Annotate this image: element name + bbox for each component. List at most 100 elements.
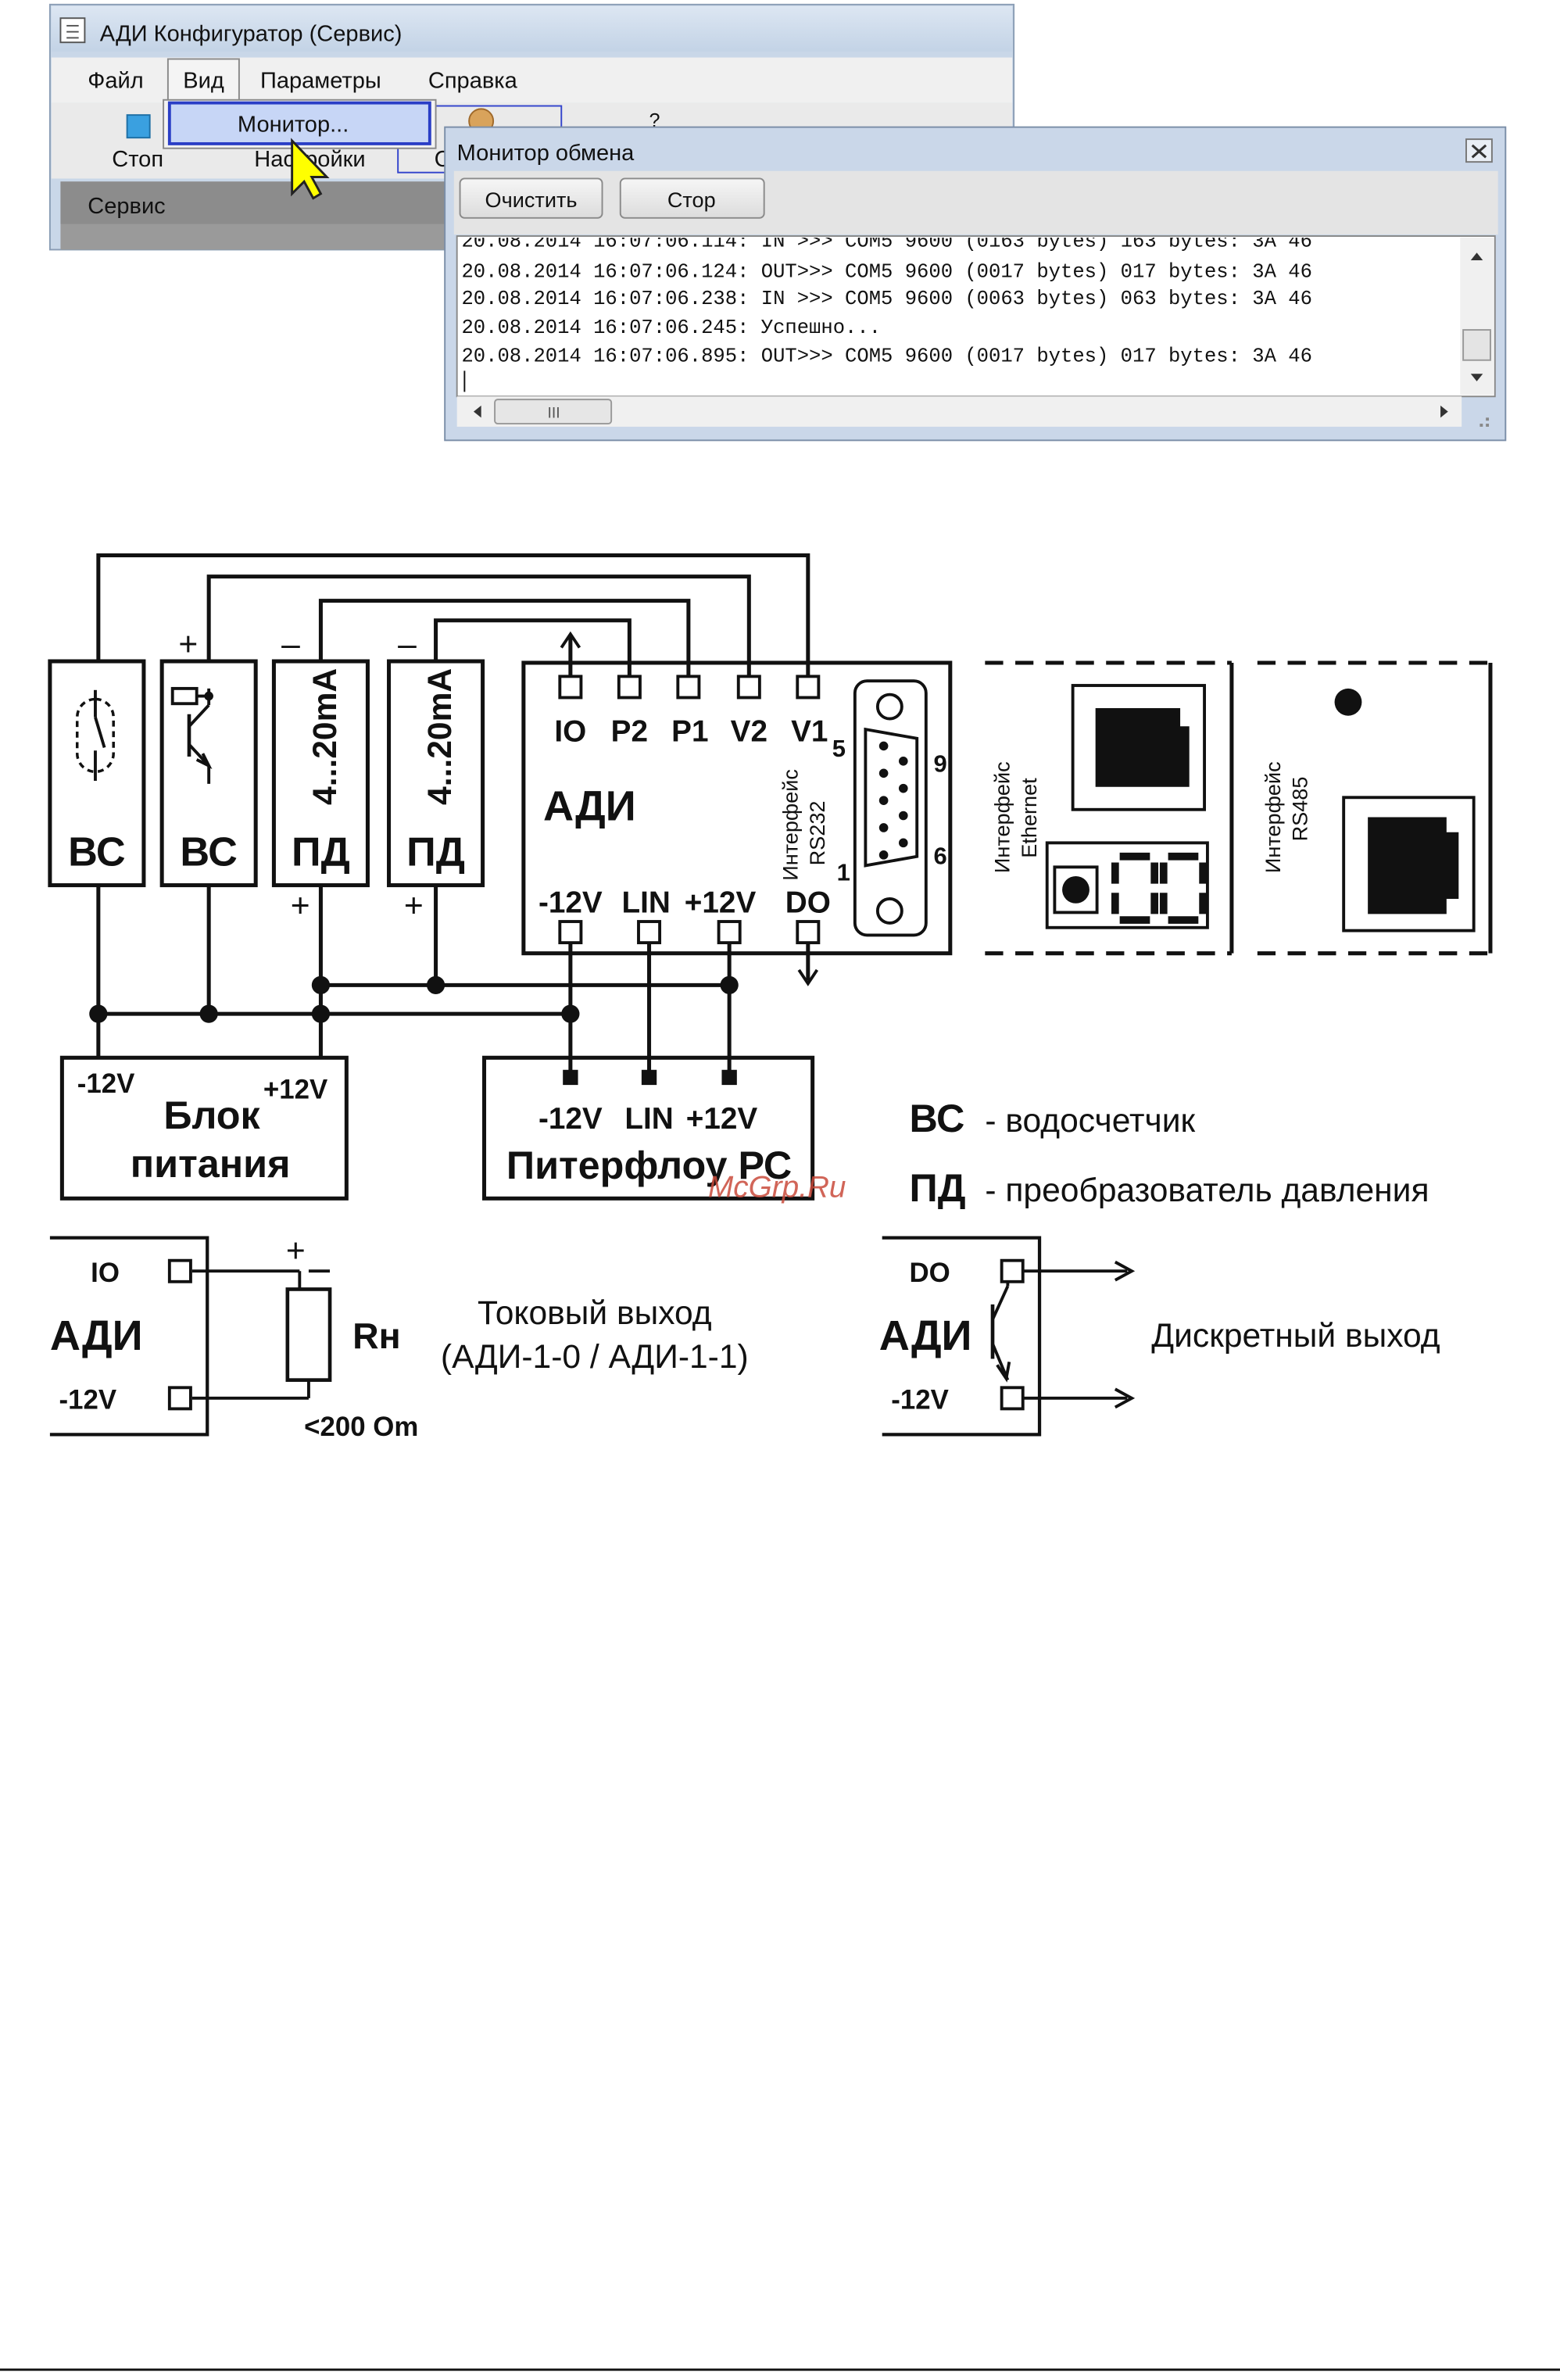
pd-range: 4...20mA (306, 668, 344, 805)
menu-help[interactable]: Справка (428, 68, 518, 93)
db9-pin-5: 5 (832, 735, 846, 762)
resize-grip-icon[interactable] (1479, 417, 1490, 427)
legend-text: - водосчетчик (985, 1102, 1195, 1140)
plus-sign: + (404, 887, 424, 925)
stop-button[interactable] (619, 177, 765, 219)
current-adi-label: АДИ (50, 1312, 143, 1359)
vertical-scrollbar[interactable] (1460, 237, 1494, 395)
cursor-icon (291, 138, 330, 200)
rs232-label: Интерфейс (778, 769, 802, 881)
menu-parameters[interactable]: Параметры (260, 68, 381, 93)
log-line: 20.08.2014 16:07:06.114: IN >>> COM5 960… (461, 231, 1311, 253)
vs-box (159, 659, 258, 888)
pin-label-p2: P2 (611, 715, 648, 749)
pin-label-do: DO (785, 886, 831, 919)
close-icon[interactable] (1465, 138, 1493, 163)
db9-pin-1: 1 (837, 859, 850, 886)
rs485-port-icon (1368, 817, 1459, 914)
legend-abbr: ПД (910, 1165, 966, 1210)
psu-label: Блок (163, 1093, 260, 1137)
adi-label: АДИ (543, 782, 636, 829)
help-icon[interactable]: ? (649, 110, 660, 132)
dropdown-item-monitor-label: Монитор... (238, 112, 349, 137)
minus-sign: – (398, 625, 417, 663)
pd-range: 4...20mA (421, 668, 459, 805)
current-plus-label: + (286, 1233, 306, 1270)
legend-text: - преобразователь давления (985, 1172, 1429, 1209)
monitor-title: Монитор обмена (457, 141, 635, 166)
piterflow-box (482, 1055, 815, 1201)
piterflow-lin: LIN (624, 1102, 673, 1136)
resistor-label: Rн (352, 1315, 401, 1356)
rs485-label: Интерфейс (1261, 761, 1285, 873)
menu-file[interactable]: Файл (88, 68, 143, 93)
vs-label: ВС (68, 829, 125, 875)
db9-pin-6: 6 (934, 842, 947, 869)
log-line: 20.08.2014 16:07:06.124: OUT>>> COM5 960… (461, 260, 1311, 283)
piterflow-plus: +12V (686, 1102, 758, 1136)
pd-box (387, 659, 485, 888)
pd-label: ПД (292, 829, 350, 875)
scroll-up-icon[interactable] (1470, 252, 1483, 260)
psu-plus: +12V (263, 1075, 327, 1105)
menu-view[interactable]: Вид (183, 68, 224, 93)
pin-label-plus12v: +12V (685, 886, 757, 919)
log-line: 20.08.2014 16:07:06.238: IN >>> COM5 960… (461, 288, 1311, 310)
current-caption: (АДИ-1-0 / АДИ-1-1) (441, 1338, 749, 1376)
pin-label-v1: V1 (791, 715, 828, 749)
pin-squares (167, 675, 1025, 1411)
discrete-adi-label: АДИ (879, 1312, 972, 1359)
pin-label-io: IO (554, 715, 586, 749)
app-icon (59, 17, 86, 44)
stop-button-label: Стор (667, 188, 716, 212)
panel-title: Сервис (88, 194, 165, 219)
current-minus-label: -12V (59, 1384, 117, 1415)
log-area[interactable] (456, 235, 1496, 398)
ethernet-label: Интерфейс (989, 761, 1014, 873)
horizontal-scrollbar[interactable]: III (456, 396, 1462, 427)
seven-segment-icon (1111, 852, 1207, 924)
ethernet-port-icon (1095, 708, 1190, 787)
scroll-left-icon[interactable] (473, 405, 481, 418)
dropdown-item-monitor[interactable] (167, 101, 431, 145)
wiring-diagram (48, 553, 1493, 1437)
current-io-label: IO (91, 1258, 120, 1288)
plus-sign: + (178, 625, 198, 663)
pin-label-minus12v: -12V (538, 886, 603, 919)
hscroll-thumb[interactable] (494, 399, 613, 425)
log-line: 20.08.2014 16:07:06.245: Успешно... (461, 317, 881, 339)
menu-view-highlight (166, 58, 240, 104)
clear-button[interactable] (459, 177, 603, 219)
app-title: АДИ Конфигуратор (Сервис) (100, 21, 403, 46)
legend-abbr: ВС (910, 1096, 965, 1140)
plus-sign: + (291, 887, 310, 925)
rs232-label: RS232 (805, 801, 829, 866)
scroll-thumb[interactable] (1462, 329, 1491, 361)
scroll-right-icon[interactable] (1440, 405, 1448, 418)
pin-label-p1: P1 (671, 715, 708, 749)
ethernet-label: Ethernet (1017, 778, 1041, 858)
piterflow-label: Питерфлоу РС (506, 1143, 792, 1187)
pin-label-v2: V2 (731, 715, 767, 749)
current-caption: Токовый выход (478, 1294, 712, 1332)
clear-button-label: Очистить (485, 188, 578, 212)
vs-label: ВС (180, 829, 237, 875)
junction-dots (89, 688, 1362, 1086)
psu-minus: -12V (77, 1068, 135, 1099)
vs-box (48, 659, 146, 888)
do-label: DO (910, 1258, 950, 1288)
scroll-down-icon[interactable] (1470, 374, 1483, 381)
pin-label-lin: LIN (621, 886, 670, 919)
power-supply-box (59, 1055, 349, 1201)
discrete-minus-label: -12V (891, 1384, 949, 1415)
pd-box (271, 659, 370, 888)
monitor-window: Монитор обмена Очистить Стор 20.08.2014 … (444, 126, 1507, 442)
rs485-label: RS485 (1288, 777, 1312, 842)
minus-sign: – (281, 625, 300, 663)
discrete-caption: Дискретный выход (1151, 1317, 1440, 1355)
toolbar-stop[interactable]: Стоп (112, 147, 163, 172)
hscroll-grip: III (548, 404, 560, 421)
db9-pin-9: 9 (934, 750, 947, 777)
view-dropdown: Монитор... (163, 98, 437, 149)
stop-icon[interactable] (126, 114, 151, 139)
